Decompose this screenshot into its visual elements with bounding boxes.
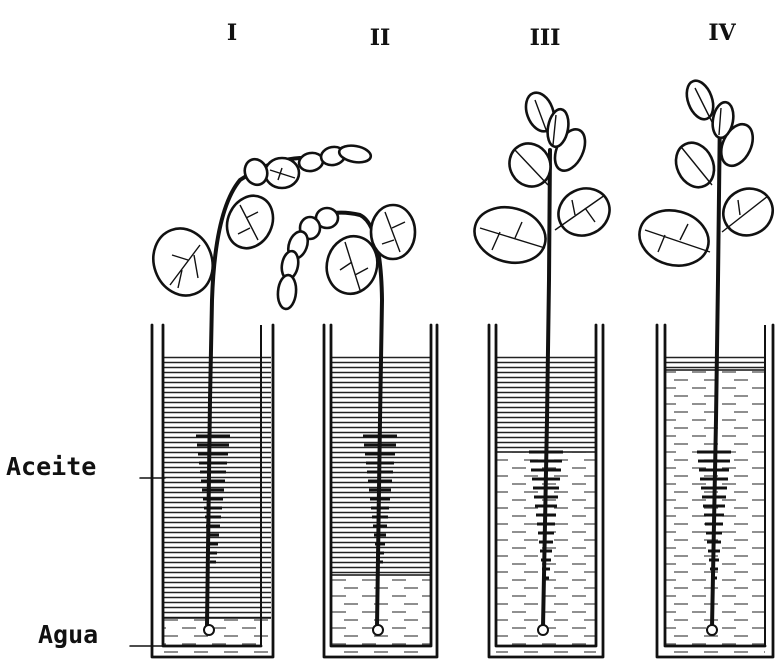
vessel-2-root-tip [373,625,383,635]
vessel-2-leaves [277,205,415,310]
vessel-4-leaves [633,77,775,273]
vessel-2-water-layer [331,575,431,655]
vessel-4-numeral: IV [708,20,736,46]
vessel-2-numeral: II [370,25,391,51]
vessel-1-oil-layer [163,355,271,618]
oil-label: Aceite [6,452,96,481]
water-label: Agua [38,620,98,649]
vessel-1-root-tip [204,625,214,635]
vessel-1-numeral: I [227,20,237,46]
vessel-2 [277,205,437,657]
vessel-3 [468,89,617,657]
vessel-3-leaves [468,89,617,271]
vessel-3-numeral: III [530,25,561,51]
vessel-4 [633,77,775,657]
vessel-1-water-layer [163,618,271,655]
vessel-4-root-tip [707,625,717,635]
vessel-3-root-tip [538,625,548,635]
